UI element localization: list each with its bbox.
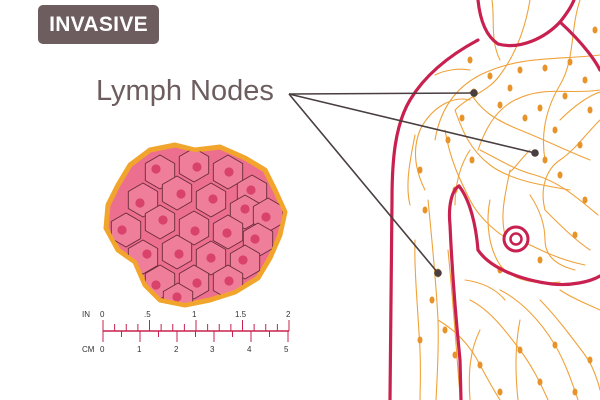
lymph-node <box>542 156 548 164</box>
lymph-node <box>572 388 578 396</box>
cell-nucleus <box>246 185 256 195</box>
lymph-node <box>477 361 483 369</box>
cm-tick-label: 1 <box>137 345 142 354</box>
inch-tick-label: 0 <box>100 310 105 319</box>
body-outline <box>388 0 600 400</box>
cm-unit-label: CM <box>82 345 95 354</box>
lymph-node <box>417 166 423 174</box>
pointer-dot <box>470 89 478 97</box>
cell-nucleus <box>151 164 161 174</box>
cell-nucleus <box>151 280 161 290</box>
inch-tick-label: .5 <box>144 310 151 319</box>
lymph-node <box>592 26 598 34</box>
inch-tick-label: 2 <box>286 310 291 319</box>
lymph-node <box>577 141 583 149</box>
cell-nucleus <box>261 212 271 222</box>
cm-tick-label: 4 <box>247 345 252 354</box>
cell-nucleus <box>172 292 182 302</box>
tumor-cell-cluster <box>103 142 288 308</box>
cm-tick-label: 2 <box>174 345 179 354</box>
lymph-node <box>552 341 558 349</box>
cell-nucleus <box>250 234 260 244</box>
lymph-node <box>582 196 588 204</box>
lymph-node <box>452 351 458 359</box>
cell-nucleus <box>238 255 248 265</box>
lymph-node <box>442 326 448 334</box>
inch-tick-label: 1.5 <box>235 310 247 319</box>
cell-nucleus <box>224 276 234 286</box>
lymph-node <box>562 92 568 100</box>
lymph-node <box>497 101 503 109</box>
lymph-node <box>459 114 465 122</box>
lymph-node <box>445 136 451 144</box>
invasive-badge: INVASIVE <box>38 5 159 44</box>
cell-nucleus <box>240 204 250 214</box>
cell-nucleus <box>135 198 145 208</box>
lymph-node <box>429 296 435 304</box>
scale-ruler <box>102 320 290 342</box>
pointer-dot <box>434 269 442 277</box>
nipple-icon <box>502 225 530 253</box>
pointer-dot <box>531 149 539 157</box>
lymph-node <box>537 256 543 264</box>
lymph-node <box>537 378 543 386</box>
cm-tick-label: 5 <box>284 345 289 354</box>
lymph-node <box>537 104 543 112</box>
cell-nucleus <box>206 253 216 263</box>
cell-cluster-border <box>104 143 287 307</box>
lymph-node <box>487 72 493 80</box>
cell-nucleus <box>174 249 184 259</box>
lymph-node <box>567 58 573 66</box>
pointer-lines <box>288 89 539 277</box>
cell-nucleus <box>158 215 168 225</box>
lymph-node <box>422 206 428 214</box>
cell-nucleus <box>190 226 200 236</box>
lymph-node <box>572 231 578 239</box>
cell-nucleus <box>192 162 202 172</box>
tumor-cell <box>144 154 176 190</box>
lymph-node <box>587 106 593 114</box>
lymph-node <box>417 336 423 344</box>
lymph-node <box>552 126 558 134</box>
lymph-node <box>497 388 503 396</box>
cell-nucleus <box>117 225 127 235</box>
lymph-node <box>467 56 473 64</box>
lymph-node <box>582 76 588 84</box>
cell-nucleus <box>224 167 234 177</box>
inch-tick-label: 1 <box>192 310 197 319</box>
lymph-node <box>469 156 475 164</box>
cell-nucleus <box>192 278 202 288</box>
cell-nucleus <box>142 249 152 259</box>
lymph-node <box>507 84 513 92</box>
lymph-node <box>557 171 563 179</box>
lymph-nodes-title: Lymph Nodes <box>96 75 274 107</box>
cell-nucleus <box>208 194 218 204</box>
inch-unit-label: IN <box>82 310 90 319</box>
lymph-node <box>517 66 523 74</box>
lymph-nodes <box>417 26 598 396</box>
lymph-node <box>587 356 593 364</box>
cm-tick-label: 3 <box>210 345 215 354</box>
lymph-node <box>517 346 523 354</box>
cm-tick-label: 0 <box>100 345 105 354</box>
cell-nucleus <box>176 189 186 199</box>
cell-nucleus <box>222 228 232 238</box>
lymph-node <box>522 114 528 122</box>
lymph-node <box>542 64 548 72</box>
